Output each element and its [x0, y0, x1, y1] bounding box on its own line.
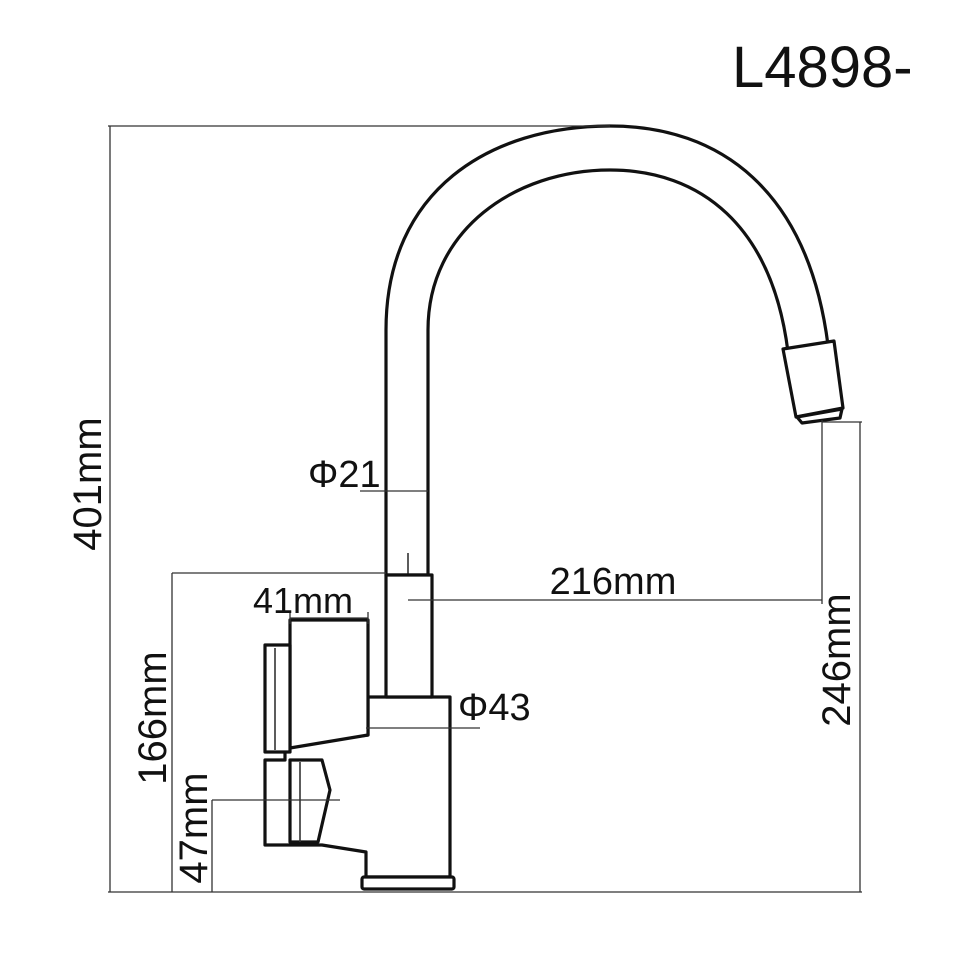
spout-reach-label: 216mm — [550, 561, 677, 603]
dimension-lines — [108, 125, 862, 893]
outlet-height-label: 246mm — [815, 593, 859, 726]
base-plate — [360, 875, 456, 891]
spout-collar — [384, 573, 434, 699]
spout-diameter-label: Φ21 — [308, 454, 381, 496]
handle-grip — [263, 643, 292, 754]
gooseneck-spout — [384, 124, 830, 577]
body-height-label: 166mm — [131, 651, 175, 784]
body-diameter-label: Φ43 — [458, 687, 531, 729]
model-code-title: L4898- — [732, 35, 913, 100]
faucet-outline — [263, 124, 845, 891]
aerator-tip — [781, 339, 845, 419]
handle-lever — [288, 618, 370, 750]
handle-height-label: 47mm — [172, 772, 216, 883]
overall-height-label: 401mm — [66, 417, 110, 550]
aerator-outlet — [795, 407, 844, 425]
handle-width-label: 41mm — [253, 580, 353, 621]
